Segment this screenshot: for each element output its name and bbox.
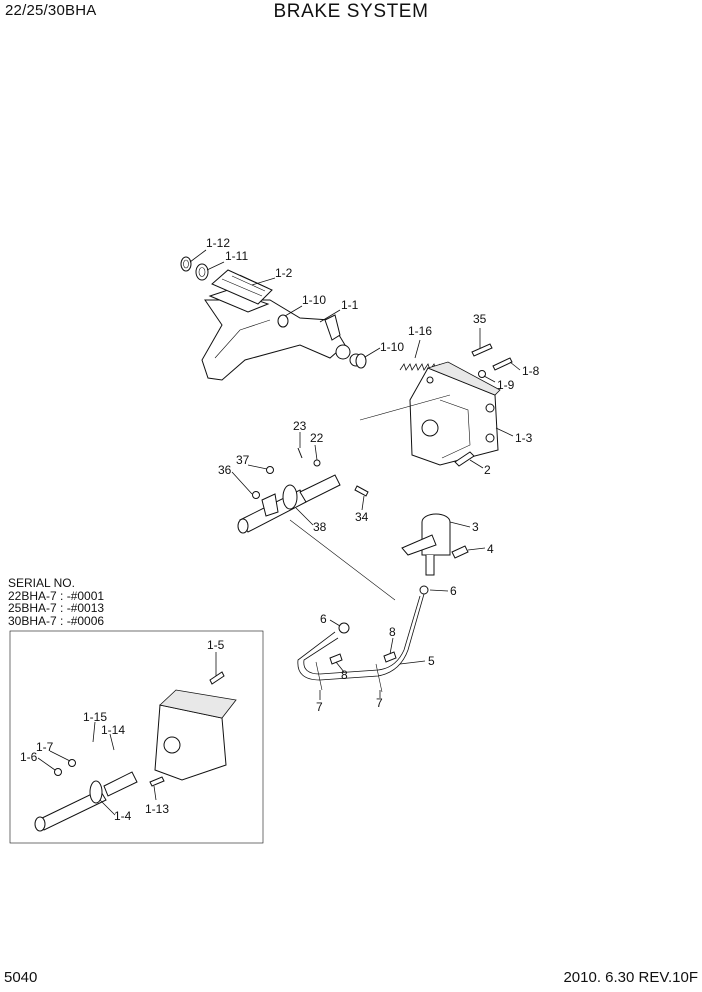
- clamp-6b: [419, 585, 429, 595]
- connection-lines: [289, 394, 451, 601]
- bolt-35: [471, 343, 493, 357]
- revision-date: 2010. 6.30 REV.10F: [563, 969, 698, 986]
- callout-1-11: 1-11: [225, 249, 248, 263]
- nut-1-9: [478, 370, 486, 378]
- callout-1-9: 1-9: [497, 378, 515, 392]
- pin-23: [297, 447, 303, 459]
- callout-22: 22: [310, 431, 324, 445]
- hose-clips: [315, 661, 383, 693]
- callout-1-14: 1-14: [101, 723, 125, 737]
- serial-inset-box: [9, 630, 264, 844]
- nut-36: [252, 491, 260, 499]
- screw-8b: [383, 651, 397, 663]
- callout-1-13: 1-13: [145, 802, 169, 816]
- bolt-34: [354, 485, 369, 497]
- pedal-bracket: [409, 361, 501, 466]
- callout-1-1: 1-1: [341, 298, 359, 312]
- serial-number-note: SERIAL NO. 22BHA-7 : -#0001 25BHA-7 : -#…: [8, 577, 104, 627]
- callout-7-right: 7: [376, 696, 383, 710]
- callout-4: 4: [487, 542, 494, 556]
- callout-1-12: 1-12: [206, 236, 230, 250]
- callout-1-15: 1-15: [83, 710, 107, 724]
- brake-hose: [297, 593, 425, 681]
- callout-2: 2: [484, 463, 491, 477]
- inset-master-cylinder: [34, 771, 138, 832]
- serial-line: 25BHA-7 : -#0013: [8, 601, 105, 615]
- callout-8-lower: 8: [341, 668, 348, 682]
- callout-1-7: 1-7: [36, 740, 54, 754]
- brake-pedal-assembly: [201, 269, 363, 381]
- page-number: 5040: [4, 969, 38, 986]
- serial-heading: SERIAL NO.: [8, 576, 75, 590]
- callout-6-right: 6: [450, 584, 457, 598]
- inset-nut-1-7: [68, 759, 76, 767]
- inset-bolt-1-13: [149, 776, 165, 787]
- callout-1-8: 1-8: [522, 364, 540, 378]
- return-spring: [399, 363, 441, 371]
- callout-38: 38: [313, 520, 327, 534]
- callout-34: 34: [355, 510, 369, 524]
- callout-1-5: 1-5: [207, 638, 225, 652]
- clamp-6a: [338, 622, 350, 634]
- callout-7-left: 7: [316, 700, 323, 714]
- callout-1-4: 1-4: [114, 809, 132, 823]
- callout-1-6: 1-6: [20, 750, 38, 764]
- bolt-1-8: [492, 357, 513, 371]
- inset-nut-1-6: [54, 768, 62, 776]
- callout-3: 3: [472, 520, 479, 534]
- callout-5: 5: [428, 654, 435, 668]
- callout-1-10-upper: 1-10: [302, 293, 326, 307]
- inset-bolt-1-5: [209, 671, 225, 685]
- ring-parts: [180, 256, 367, 369]
- serial-line: 22BHA-7 : -#0001: [8, 588, 105, 603]
- callout-6-left: 6: [320, 612, 327, 626]
- clip-22: [313, 459, 321, 467]
- nut-37: [266, 466, 274, 474]
- inset-bracket: [154, 689, 237, 781]
- callout-1-3: 1-3: [515, 431, 533, 445]
- master-cylinder: [237, 474, 341, 534]
- callout-labels: 1-12 1-11 1-2 1-10 1-1 1-10 1-16 35 1-8 …: [20, 236, 540, 823]
- callout-1-16: 1-16: [408, 324, 432, 338]
- serial-line: 30BHA-7 : -#0006: [8, 613, 105, 628]
- callout-37: 37: [236, 453, 250, 467]
- callout-8-upper: 8: [389, 625, 396, 639]
- screw-8a: [329, 653, 343, 665]
- leader-lines: [37, 249, 521, 816]
- callout-35: 35: [473, 312, 487, 326]
- page-title: BRAKE SYSTEM: [273, 1, 429, 22]
- callout-36: 36: [218, 463, 232, 477]
- callout-23: 23: [293, 419, 307, 433]
- reservoir: [401, 513, 451, 576]
- model-code: 22/25/30BHA: [5, 2, 97, 19]
- bolt-2: [454, 451, 475, 467]
- callout-1-10-lower: 1-10: [380, 340, 404, 354]
- callout-1-2: 1-2: [275, 266, 293, 280]
- bolt-4: [451, 545, 469, 559]
